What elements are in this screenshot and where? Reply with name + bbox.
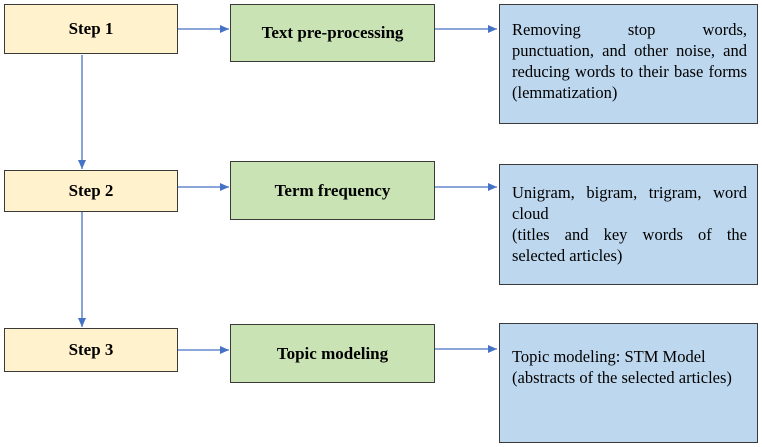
process-3-label: Topic modeling <box>276 343 389 363</box>
step-2-label: Step 2 <box>68 181 114 200</box>
description-2-text-line2: (titles and key words of the selected ar… <box>512 225 747 265</box>
process-2-box: Term frequency <box>230 161 435 220</box>
description-1-text: Removing stop words, punctuation, and ot… <box>512 20 747 102</box>
description-1-box: Removing stop words, punctuation, and ot… <box>499 4 758 124</box>
step-1-label: Step 1 <box>68 19 114 38</box>
description-2-text-line1: Unigram, bigram, trigram, word cloud <box>512 183 747 223</box>
step-3-label: Step 3 <box>68 340 114 359</box>
process-2-label: Term frequency <box>274 180 391 200</box>
step-2-box: Step 2 <box>4 170 178 212</box>
step-1-box: Step 1 <box>4 4 178 54</box>
process-1-label: Text pre-processing <box>261 23 404 42</box>
description-3-box: Topic modeling: STM Model (abstracts of … <box>499 323 758 443</box>
process-3-box: Topic modeling <box>230 324 435 383</box>
description-3-text-line1: Topic modeling: STM Model <box>512 347 706 366</box>
description-2-box: Unigram, bigram, trigram, word cloud (ti… <box>499 164 758 285</box>
step-3-box: Step 3 <box>4 328 178 372</box>
process-1-box: Text pre-processing <box>230 4 435 62</box>
description-3-text-line2: (abstracts of the selected articles) <box>512 368 732 387</box>
